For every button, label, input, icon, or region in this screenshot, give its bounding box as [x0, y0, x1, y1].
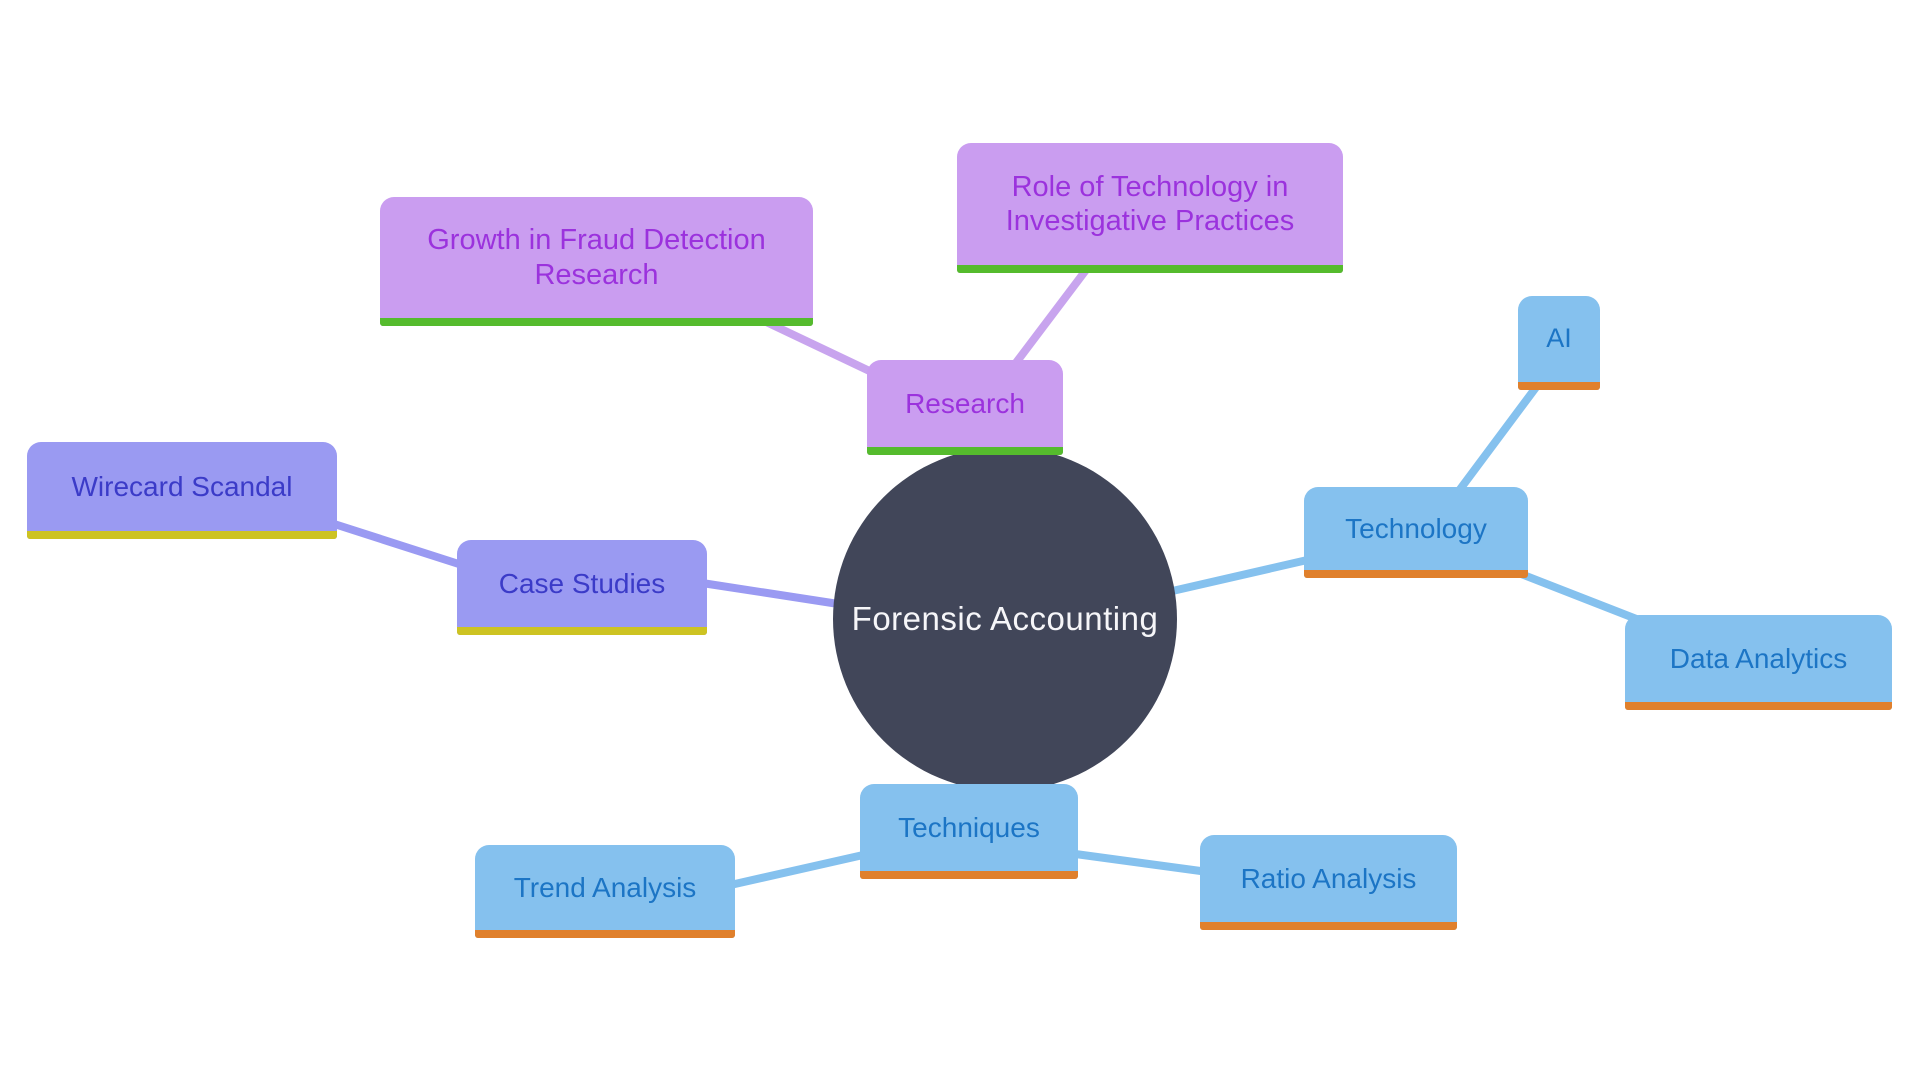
node-accent-bar-technology	[1304, 570, 1528, 578]
node-label-techniques: Techniques	[898, 811, 1040, 843]
link-research-to-role	[1008, 266, 1090, 372]
link-technology-to-ai	[1454, 382, 1541, 496]
node-accent-bar-wirecard-scandal	[27, 531, 337, 539]
node-growth-in-fraud-detection-research[interactable]: Growth in Fraud Detection Research	[380, 197, 813, 326]
node-label-technology: Technology	[1345, 512, 1487, 544]
node-label-wirecard-scandal: Wirecard Scandal	[71, 470, 293, 502]
node-accent-bar-trend-analysis	[475, 930, 735, 938]
node-label-ratio-analysis: Ratio Analysis	[1240, 862, 1417, 894]
node-wirecard-scandal[interactable]: Wirecard Scandal	[27, 442, 337, 539]
node-accent-bar-data-analytics	[1625, 702, 1892, 710]
central-node-forensic-accounting[interactable]: Forensic Accounting	[833, 447, 1177, 791]
node-accent-bar-ai	[1518, 382, 1600, 390]
link-center-to-technology	[1164, 554, 1320, 596]
node-data-analytics[interactable]: Data Analytics	[1625, 615, 1892, 710]
link-research-to-growth	[758, 316, 884, 380]
node-ai[interactable]: AI	[1518, 296, 1600, 390]
node-case-studies[interactable]: Case Studies	[457, 540, 707, 635]
node-label-research: Research	[905, 387, 1025, 419]
node-trend-analysis[interactable]: Trend Analysis	[475, 845, 735, 938]
node-research[interactable]: Research	[867, 360, 1063, 455]
node-ratio-analysis[interactable]: Ratio Analysis	[1200, 835, 1457, 930]
node-label-data-analytics: Data Analytics	[1669, 642, 1848, 674]
node-accent-bar-research	[867, 447, 1063, 455]
node-role-of-technology-in-investigative-practices[interactable]: Role of Technology in Investigative Prac…	[957, 143, 1343, 273]
link-center-to-case-studies	[698, 579, 849, 609]
node-label-role-of-technology-in-investigative-practices: Role of Technology in Investigative Prac…	[1005, 170, 1295, 237]
node-techniques[interactable]: Techniques	[860, 784, 1078, 879]
node-accent-bar-ratio-analysis	[1200, 922, 1457, 930]
node-label-ai: AI	[1546, 323, 1572, 354]
node-accent-bar-case-studies	[457, 627, 707, 635]
node-label-growth-in-fraud-detection-research: Growth in Fraud Detection Research	[427, 224, 766, 291]
node-technology[interactable]: Technology	[1304, 487, 1528, 578]
node-label-case-studies: Case Studies	[498, 567, 666, 599]
central-node-label: Forensic Accounting	[851, 600, 1159, 637]
link-techniques-to-trend-analysis	[722, 849, 876, 890]
node-label-trend-analysis: Trend Analysis	[513, 871, 697, 903]
link-techniques-to-ratio-analysis	[1064, 849, 1212, 876]
node-accent-bar-growth-in-fraud-detection-research	[380, 318, 813, 326]
node-accent-bar-role-of-technology-in-investigative-practices	[957, 265, 1343, 273]
node-accent-bar-techniques	[860, 871, 1078, 879]
link-case-studies-to-wirecard	[324, 518, 469, 570]
